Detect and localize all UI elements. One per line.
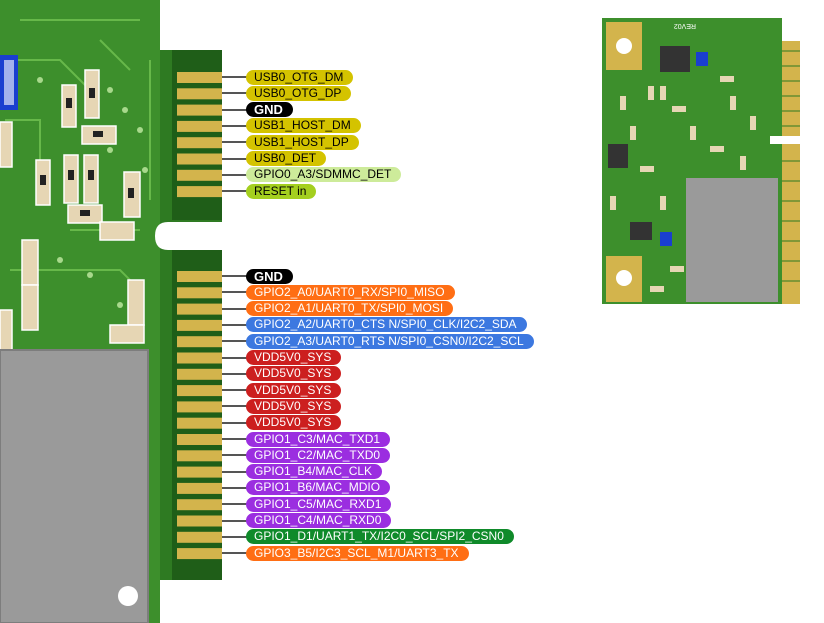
- pin-label: GPIO1_B6/MAC_MDIO: [246, 480, 391, 496]
- pin-leader-line: [222, 157, 250, 160]
- gold-fingers-upper: [177, 72, 222, 198]
- mounting-hole: [118, 586, 138, 606]
- pin-label: GPIO2_A3/UART0_RTS N/SPI0_CSN0/I2C2_SCL: [246, 333, 534, 349]
- gold-finger: [177, 169, 222, 181]
- pin-label: VDD5V0_SYS: [246, 415, 342, 431]
- pin-leader-line: [222, 356, 250, 359]
- gold-finger: [177, 104, 222, 116]
- pin-leader-line: [222, 108, 250, 111]
- gold-finger: [177, 120, 222, 132]
- gold-finger: [177, 153, 222, 165]
- pin-label: USB0_OTG_DM: [246, 69, 354, 85]
- gold-finger: [177, 499, 222, 511]
- pin-leader-line: [222, 323, 250, 326]
- pin-label: RESET in: [246, 183, 317, 199]
- module-thumbnail: REV02: [600, 16, 805, 306]
- pin-leader-line: [222, 124, 250, 127]
- gold-finger: [177, 515, 222, 527]
- pin-leader-line: [222, 275, 250, 277]
- pin-leader-line: [222, 141, 250, 144]
- connector-key-notch: [155, 222, 222, 250]
- gold-finger: [177, 401, 222, 413]
- pin-label: GPIO1_D1/UART1_TX/I2C0_SCL/SPI2_CSN0: [246, 529, 514, 545]
- pin-label: GND: [246, 268, 293, 284]
- pin-label: VDD5V0_SYS: [246, 382, 342, 398]
- pin-leader-line: [222, 76, 250, 78]
- thumb-shield-can: [686, 178, 778, 302]
- pin-leader-line: [222, 307, 250, 310]
- pin-label: GPIO0_A3/SDMMC_DET: [246, 167, 402, 183]
- pin-leader-line: [222, 519, 250, 522]
- gold-finger: [177, 88, 222, 100]
- pin-leader-line: [222, 552, 250, 555]
- pin-label: USB0_DET: [246, 151, 327, 166]
- pin-label: GPIO1_B4/MAC_CLK: [246, 464, 383, 480]
- gold-finger: [177, 417, 222, 429]
- gold-finger: [177, 271, 222, 282]
- pin-label: GPIO2_A1/UART0_TX/SPI0_MOSI: [246, 301, 454, 317]
- pin-leader-line: [222, 470, 250, 473]
- gold-fingers-lower: [177, 271, 222, 560]
- gold-finger: [177, 450, 222, 462]
- pin-leader-line: [222, 503, 250, 506]
- pin-label: GPIO2_A0/UART0_RX/SPI0_MISO: [246, 284, 455, 300]
- gold-finger: [177, 72, 222, 83]
- pin-label: GPIO1_C3/MAC_TXD1: [246, 431, 391, 447]
- gold-finger: [177, 303, 222, 315]
- gold-finger: [177, 482, 222, 494]
- pin-leader-line: [222, 190, 250, 193]
- pin-leader-line: [222, 340, 250, 343]
- pin-leader-line: [222, 438, 250, 440]
- gold-finger: [177, 434, 222, 445]
- pin-leader-line: [222, 389, 250, 392]
- gold-finger: [177, 368, 222, 380]
- pin-leader-line: [222, 173, 250, 176]
- pin-leader-line: [222, 291, 250, 294]
- gold-finger: [177, 531, 222, 543]
- pcb-traces: [5, 19, 151, 291]
- gold-finger: [177, 319, 222, 331]
- pin-label: VDD5V0_SYS: [246, 350, 342, 365]
- pin-leader-line: [222, 454, 250, 457]
- gold-finger: [177, 287, 222, 299]
- pin-leader-line: [222, 421, 250, 424]
- gold-finger: [177, 548, 222, 560]
- pin-leader-line: [222, 535, 250, 538]
- gold-finger: [177, 186, 222, 198]
- pin-label: USB0_OTG_DP: [246, 85, 352, 101]
- pin-label: GPIO2_A2/UART0_CTS N/SPI0_CLK/I2C2_SDA: [246, 317, 527, 333]
- thumb-edge-connector: [782, 41, 800, 304]
- pin-label: GPIO1_C4/MAC_RXD0: [246, 513, 392, 528]
- gold-finger: [177, 336, 222, 348]
- pin-label: VDD5V0_SYS: [246, 398, 342, 414]
- pin-label: GND: [246, 102, 293, 118]
- shield-can: [0, 350, 148, 623]
- pin-label: GPIO3_B5/I2C3_SCL_M1/UART3_TX: [246, 545, 469, 561]
- pin-leader-line: [222, 405, 250, 408]
- board-edge-closeup: [0, 0, 222, 623]
- pin-label: USB1_HOST_DP: [246, 134, 359, 150]
- pin-label: GPIO1_C5/MAC_RXD1: [246, 496, 392, 512]
- smd-components: [0, 69, 145, 351]
- thumb-silkscreen: REV02: [674, 22, 696, 29]
- gold-finger: [177, 385, 222, 397]
- pin-leader-line: [222, 372, 250, 375]
- gold-finger: [177, 352, 222, 364]
- gold-finger: [177, 466, 222, 478]
- pin-leader-line: [222, 486, 250, 489]
- pin-label: USB1_HOST_DM: [246, 118, 361, 134]
- pin-label: GPIO1_C2/MAC_TXD0: [246, 447, 391, 463]
- pin-label: VDD5V0_SYS: [246, 366, 342, 382]
- gold-finger: [177, 137, 222, 149]
- pin-leader-line: [222, 92, 250, 95]
